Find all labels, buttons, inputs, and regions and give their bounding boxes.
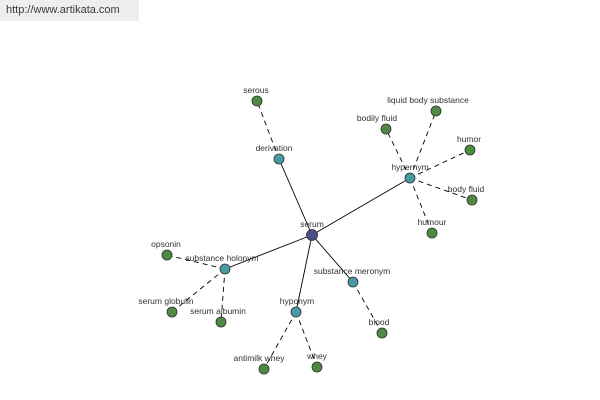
node-hyponym[interactable]	[290, 306, 302, 318]
edge-substance-meronym-to-blood	[352, 281, 383, 334]
node-label-serum-albumin: serum albumin	[190, 306, 246, 316]
edge-serum-to-hypernym	[311, 177, 411, 236]
edges	[166, 100, 473, 370]
node-label-blood: blood	[369, 317, 390, 327]
edge-substance-holonym-to-opsonin	[166, 254, 226, 270]
node-blood[interactable]	[376, 327, 388, 339]
node-label-liquid-body-substance: liquid body substance	[387, 95, 469, 105]
node-label-hyponym: hyponym	[280, 296, 315, 306]
node-antimilk-whey[interactable]	[258, 363, 270, 375]
node-label-humour: humour	[418, 217, 447, 227]
node-serous[interactable]	[251, 95, 263, 107]
node-label-derivation: derivation	[256, 143, 293, 153]
node-body-fluid[interactable]	[466, 194, 478, 206]
node-liquid-body-substance[interactable]	[430, 105, 442, 117]
node-label-serum: serum	[300, 219, 324, 229]
labels: serum derivation hypernym substance holonym…	[138, 85, 484, 363]
edge-serum-to-substance-holonym	[224, 234, 313, 270]
node-serum-globulin[interactable]	[166, 306, 178, 318]
nodes	[161, 95, 478, 375]
node-whey[interactable]	[311, 361, 323, 373]
node-label-serum-globulin: serum globulin	[138, 296, 194, 306]
edge-hypernym-to-body-fluid	[409, 177, 473, 201]
node-label-substance-holonym: substance holonym	[185, 253, 258, 263]
node-label-bodily-fluid: bodily fluid	[357, 113, 397, 123]
node-label-substance-meronym: substance meronym	[314, 266, 391, 276]
edge-hypernym-to-humour	[409, 177, 433, 234]
edge-hyponym-to-antimilk-whey	[263, 311, 297, 370]
node-derivation[interactable]	[273, 153, 285, 165]
node-hypernym[interactable]	[404, 172, 416, 184]
node-humor[interactable]	[464, 144, 476, 156]
node-label-serous: serous	[243, 85, 269, 95]
node-substance-meronym[interactable]	[347, 276, 359, 288]
node-label-antimilk-whey: antimilk whey	[233, 353, 285, 363]
node-bodily-fluid[interactable]	[380, 123, 392, 135]
edge-hyponym-to-whey	[295, 311, 318, 368]
node-opsonin[interactable]	[161, 249, 173, 261]
node-label-humor: humor	[457, 134, 481, 144]
edge-hypernym-to-humor	[409, 149, 471, 179]
node-serum-albumin[interactable]	[215, 316, 227, 328]
edge-serum-to-substance-meronym	[311, 234, 354, 283]
edge-substance-holonym-to-serum-globulin	[171, 268, 226, 313]
node-substance-holonym[interactable]	[219, 263, 231, 275]
edge-hypernym-to-bodily-fluid	[385, 128, 411, 179]
edge-derivation-to-serous	[256, 100, 280, 160]
node-serum[interactable]	[306, 229, 318, 241]
node-label-whey: whey	[306, 351, 328, 361]
edge-serum-to-derivation	[278, 158, 313, 236]
node-humour[interactable]	[426, 227, 438, 239]
node-label-hypernym: hypernym	[391, 162, 428, 172]
source-link[interactable]: http://www.artikata.com	[6, 4, 120, 16]
edge-hypernym-to-liquid-body-substance	[409, 110, 437, 179]
source-banner: http://www.artikata.com	[0, 0, 139, 21]
edge-serum-to-hyponym	[295, 234, 313, 313]
node-label-body-fluid: body fluid	[448, 184, 485, 194]
node-label-opsonin: opsonin	[151, 239, 181, 249]
